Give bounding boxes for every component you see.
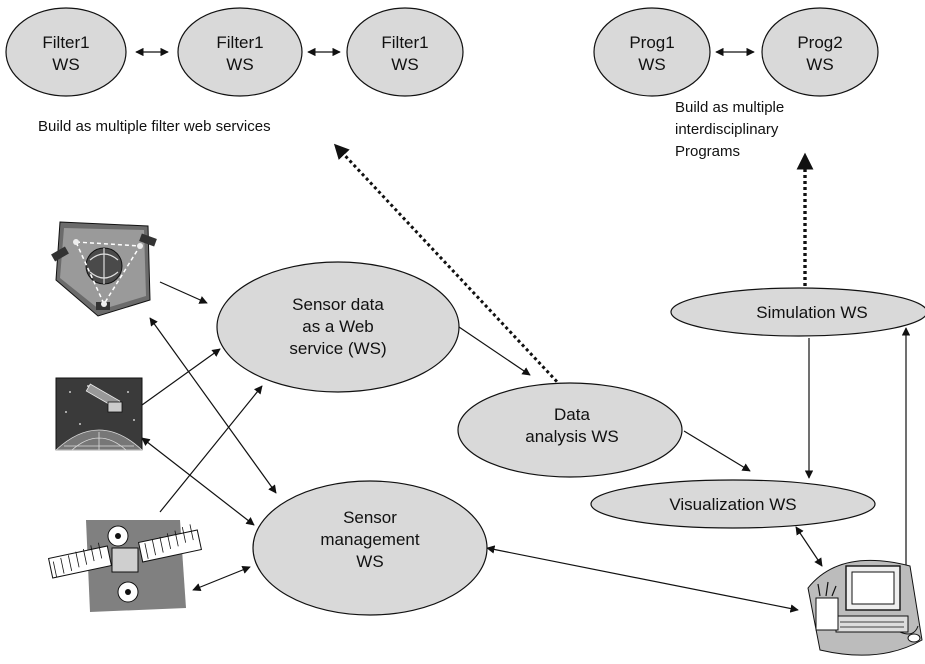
node-data-analysis-line2: analysis WS	[525, 427, 619, 446]
node-filter-c-line2: WS	[391, 55, 418, 74]
node-filter-a-line2: WS	[52, 55, 79, 74]
node-simulation[interactable]: Simulation WS	[670, 287, 925, 337]
node-filter-c-line1: Filter1	[381, 33, 428, 52]
node-filter-b-line1: Filter1	[216, 33, 263, 52]
satellite-network-icon[interactable]	[51, 221, 157, 317]
edge-visualization-computer	[795, 526, 823, 567]
edge-sat-sensordata	[159, 385, 263, 513]
edge-sat-sensormgmt	[192, 565, 251, 592]
node-filter-b-line2: WS	[226, 55, 253, 74]
node-prog1-line2: WS	[638, 55, 665, 74]
node-sensor-management-line1: Sensor	[343, 508, 397, 527]
edge-sensormgmt-computer	[486, 545, 799, 613]
node-sensor-management-line3: WS	[356, 552, 383, 571]
node-visualization[interactable]: Visualization WS	[590, 479, 876, 529]
edge-analysis-to-filters-dotted	[333, 143, 563, 388]
node-filter-b[interactable]: Filter1 WS	[177, 7, 303, 97]
edge-satnet-sensormgmt	[149, 317, 277, 494]
node-prog1[interactable]: Prog1 WS	[593, 7, 711, 97]
edges	[135, 47, 911, 613]
caption-programs-line3: Programs	[675, 143, 740, 160]
node-data-analysis[interactable]: Data analysis WS	[457, 382, 683, 478]
node-filter-a-line1: Filter1	[42, 33, 89, 52]
node-simulation-label: Simulation WS	[756, 303, 867, 322]
edge-satearth-sensormgmt	[141, 437, 255, 526]
node-data-analysis-line1: Data	[554, 405, 590, 424]
edge-sensordata-analysis	[458, 326, 531, 376]
node-filter-c[interactable]: Filter1 WS	[346, 7, 464, 97]
node-visualization-label: Visualization WS	[669, 495, 796, 514]
edge-analysis-visualization	[683, 430, 751, 472]
node-sensor-data-line3: service (WS)	[289, 339, 386, 358]
caption-programs-line2: interdisciplinary	[675, 121, 779, 138]
caption-programs-line1: Build as multiple	[675, 99, 784, 116]
edge-satearth-sensordata	[141, 348, 221, 406]
node-prog2-line2: WS	[806, 55, 833, 74]
node-sensor-data[interactable]: Sensor data as a Web service (WS)	[216, 261, 460, 393]
node-filter-a[interactable]: Filter1 WS	[5, 7, 127, 97]
computer-workstation-icon[interactable]	[807, 559, 923, 656]
node-prog2[interactable]: Prog2 WS	[761, 7, 879, 97]
satellite-icon[interactable]	[47, 520, 203, 612]
edge-satnet-sensordata	[159, 281, 208, 304]
node-prog1-line1: Prog1	[629, 33, 674, 52]
node-sensor-management-line2: management	[320, 530, 420, 549]
node-sensor-data-line1: Sensor data	[292, 295, 384, 314]
caption-filters: Build as multiple filter web services	[38, 118, 271, 135]
satellite-earth-icon[interactable]	[54, 377, 144, 451]
node-prog2-line1: Prog2	[797, 33, 842, 52]
node-sensor-data-line2: as a Web	[302, 317, 374, 336]
node-sensor-management[interactable]: Sensor management WS	[252, 480, 488, 616]
